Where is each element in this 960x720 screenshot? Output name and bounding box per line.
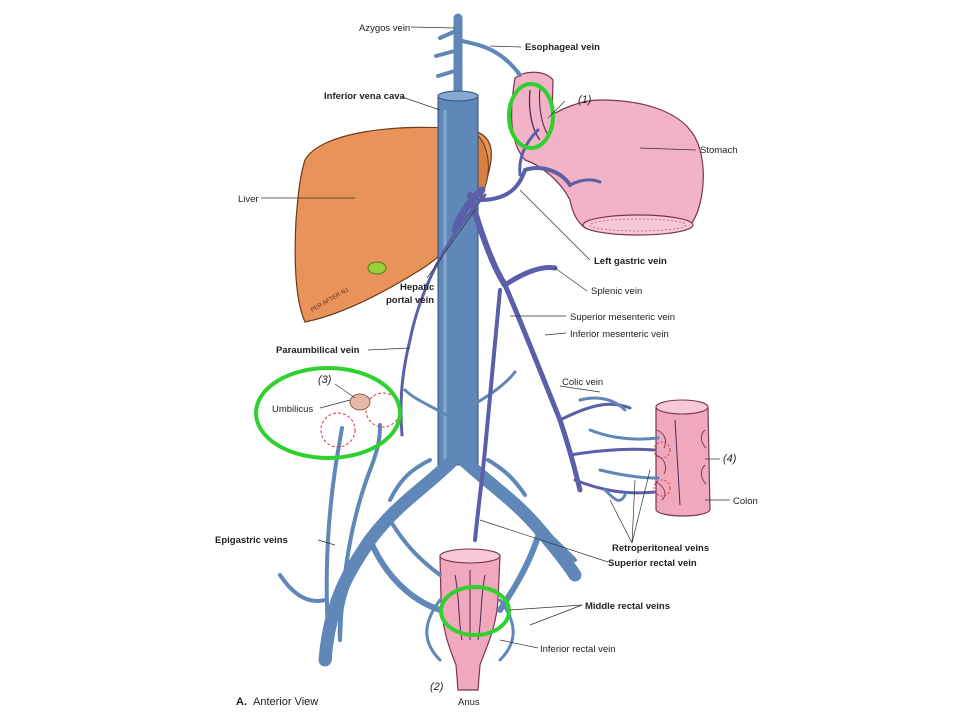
label-hepatic-portal-line2: portal vein — [386, 295, 434, 306]
label-liver: Liver — [238, 194, 259, 205]
label-umbilicus: Umbilicus — [272, 404, 313, 415]
label-superior-rectal-vein: Superior rectal vein — [608, 558, 697, 569]
label-middle-rectal-veins: Middle rectal veins — [585, 601, 670, 612]
colon — [655, 399, 711, 517]
label-left-gastric-vein: Left gastric vein — [594, 256, 667, 267]
leader-lines — [261, 26, 730, 649]
epigastric-veins — [324, 423, 382, 662]
marker-2: (2) — [430, 681, 444, 693]
marker-4: (4) — [723, 453, 737, 465]
label-colic-vein: Colic vein — [562, 377, 603, 388]
label-inferior-mesenteric-vein: Inferior mesenteric vein — [570, 329, 669, 340]
label-anus: Anus — [458, 697, 480, 708]
highlight-rectal — [439, 585, 511, 637]
label-inferior-rectal-vein: Inferior rectal vein — [540, 644, 616, 655]
inferior-vena-cava — [437, 90, 479, 466]
caption-letter: A. — [236, 696, 247, 708]
labels: Azygos vein Esophageal vein Inferior ven… — [215, 23, 758, 708]
caption-text: Anterior View — [253, 696, 318, 708]
label-azygos-vein: Azygos vein — [359, 23, 410, 34]
azygos-vein — [434, 13, 522, 100]
label-stomach: Stomach — [700, 145, 738, 156]
marker-1: (1) — [578, 94, 592, 106]
label-retroperitoneal-veins: Retroperitoneal veins — [612, 543, 709, 554]
label-epigastric-veins: Epigastric veins — [215, 535, 288, 546]
label-inferior-vena-cava: Inferior vena cava — [324, 91, 406, 102]
label-colon: Colon — [733, 496, 758, 507]
label-hepatic-portal-line1: Hepatic — [400, 282, 434, 293]
stomach — [511, 71, 704, 236]
highlight-rings — [254, 82, 555, 637]
label-superior-mesenteric-vein: Superior mesenteric vein — [570, 312, 675, 323]
portal-system — [399, 128, 657, 542]
figure-caption: A. Anterior View — [236, 696, 318, 708]
iliac-veins — [278, 370, 582, 667]
rectum — [439, 548, 501, 691]
marker-3: (3) — [318, 374, 332, 386]
retroperitoneal-veins — [578, 396, 660, 502]
highlight-esophageal — [507, 82, 555, 150]
label-esophageal-vein: Esophageal vein — [525, 42, 600, 53]
highlight-umbilicus — [254, 366, 402, 460]
label-paraumbilical-vein: Paraumbilical vein — [276, 345, 360, 356]
label-splenic-vein: Splenic vein — [591, 286, 642, 297]
